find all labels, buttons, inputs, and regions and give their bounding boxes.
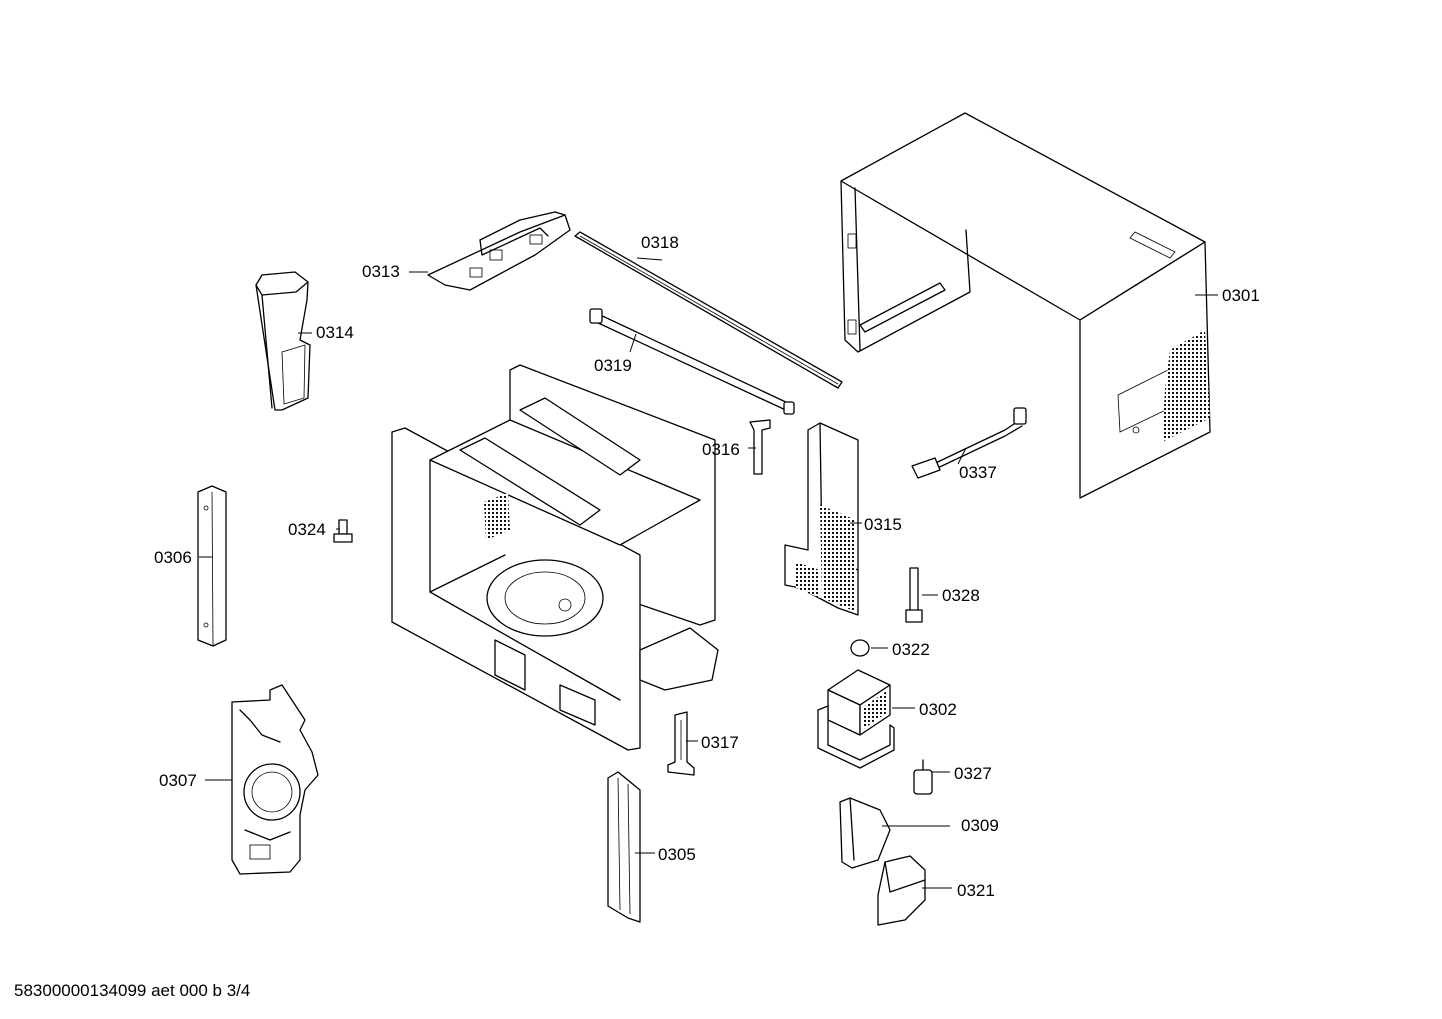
part-0324-screw [333,519,353,543]
part-0302-transformer [817,669,895,769]
part-0321 [877,855,926,926]
label-0302: 0302 [919,700,957,719]
part-0328 [905,567,923,623]
label-0324: 0324 [288,520,326,539]
label-0322: 0322 [892,640,930,659]
part-0316-bracket [749,419,771,475]
part-0315-side-panel [784,422,859,616]
label-0327: 0327 [954,764,992,783]
label-0337: 0337 [959,463,997,482]
part-0319-heating-rods [589,308,795,415]
label-0318: 0318 [641,233,679,252]
part-0318-rail [574,231,843,389]
label-0328: 0328 [942,586,980,605]
label-0315: 0315 [864,515,902,534]
part-0307-latch-assembly [231,684,319,875]
label-0307: 0307 [159,771,197,790]
oven-cavity [391,364,719,751]
part-0327 [913,759,933,795]
label-0316: 0316 [702,440,740,459]
label-0309: 0309 [961,816,999,835]
part-0301-outer-casing [840,112,1211,499]
label-0306: 0306 [154,548,192,567]
label-0319: 0319 [594,356,632,375]
part-0322 [850,639,870,657]
part-labels: 0301 0302 0305 0306 0307 0309 0313 0314 … [154,233,1260,900]
part-0309 [839,797,891,869]
label-0321: 0321 [957,881,995,900]
leader-lines [199,257,1218,889]
label-0317: 0317 [701,733,739,752]
part-0313 [427,211,571,291]
part-0306-bar [197,485,227,647]
label-0305: 0305 [658,845,696,864]
part-0337-power-cord [911,407,1027,479]
drawing-reference-footer: 58300000134099 aet 000 b 3/4 [14,981,251,1000]
label-0301: 0301 [1222,286,1260,305]
part-0314 [255,271,311,411]
part-0305-channel [607,771,641,923]
part-0317-bracket [667,711,695,776]
label-0313: 0313 [362,262,400,281]
label-0314: 0314 [316,323,354,342]
